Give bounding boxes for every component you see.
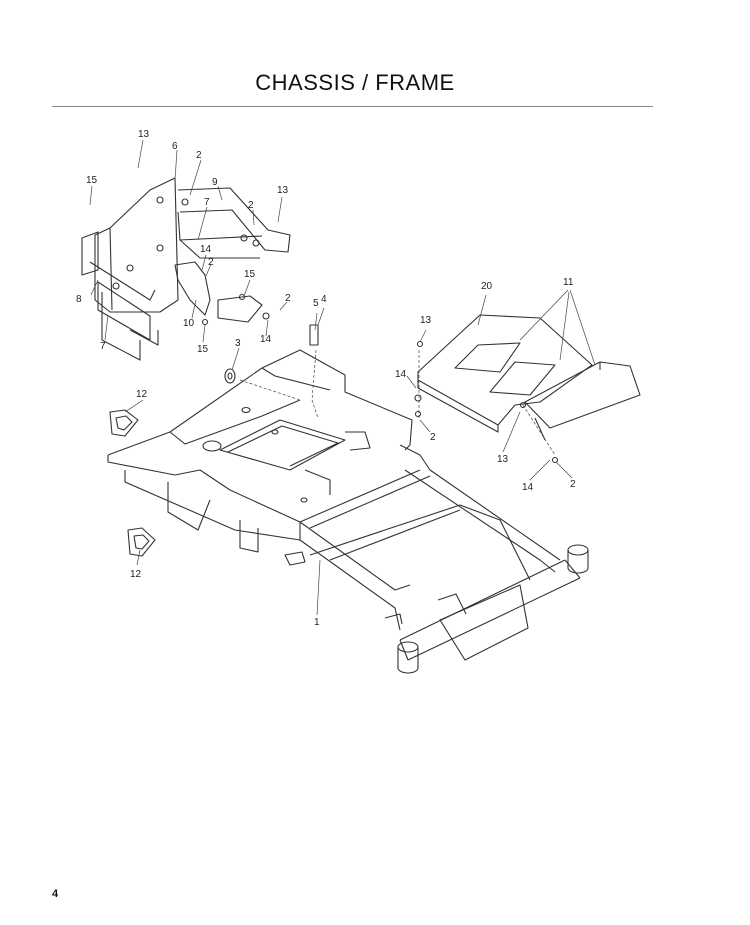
callout-2: 2 [570,479,576,490]
callout-13: 13 [277,185,289,196]
callout-12: 12 [136,389,148,400]
page-title: CHASSIS / FRAME [255,70,455,95]
callout-2: 2 [430,432,436,443]
callout-14: 14 [260,334,272,345]
callout-15: 15 [244,269,256,280]
callout-1: 1 [314,617,320,628]
callout-13: 13 [420,315,432,326]
callout-13: 13 [138,129,150,140]
callout-6: 6 [172,141,178,152]
callout-7: 7 [100,341,106,352]
callout-14: 14 [200,244,212,255]
callout-14: 14 [395,369,407,380]
callout-20: 20 [481,281,493,292]
main-frame [107,349,589,674]
callout-11: 11 [563,277,574,288]
callout-labels: 13 6 2 9 13 2 15 7 14 2 15 8 7 10 15 14 … [76,129,576,628]
callout-9: 9 [212,177,218,188]
callout-13: 13 [497,454,509,465]
callout-12: 12 [130,569,142,580]
exploded-parts-diagram: 13 6 2 9 13 2 15 7 14 2 15 8 7 10 15 14 … [60,120,660,680]
callout-4: 4 [321,294,327,305]
callout-15: 15 [197,344,209,355]
callout-5: 5 [313,298,319,309]
chassis-frame-illustration: 13 6 2 9 13 2 15 7 14 2 15 8 7 10 15 14 … [76,129,641,674]
callout-2: 2 [285,293,291,304]
callout-2: 2 [196,150,202,161]
callout-8: 8 [76,294,82,305]
grommets [109,409,156,557]
leader-lines [89,139,596,616]
title-divider [52,106,653,107]
callout-2: 2 [248,200,254,211]
callout-14: 14 [522,482,534,493]
page-number: 4 [52,888,59,900]
callout-10: 10 [183,318,195,329]
callout-15: 15 [86,175,98,186]
seat-bracket-assembly [81,177,291,361]
footrest-plate [417,314,641,433]
callout-3: 3 [235,338,241,349]
callout-2: 2 [208,257,214,268]
callout-7: 7 [204,197,210,208]
